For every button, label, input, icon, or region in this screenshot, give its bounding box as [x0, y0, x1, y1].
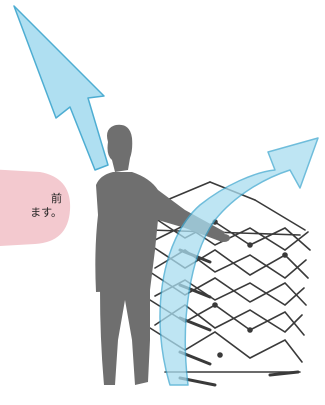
speech-bubble-line-1: 前 [2, 192, 62, 206]
speech-bubble-text: 前 ます。 [2, 192, 62, 220]
upward-arrow-icon [14, 6, 108, 170]
speech-bubble-line-2: ます。 [2, 206, 62, 220]
curved-arrow-icon [160, 138, 318, 385]
